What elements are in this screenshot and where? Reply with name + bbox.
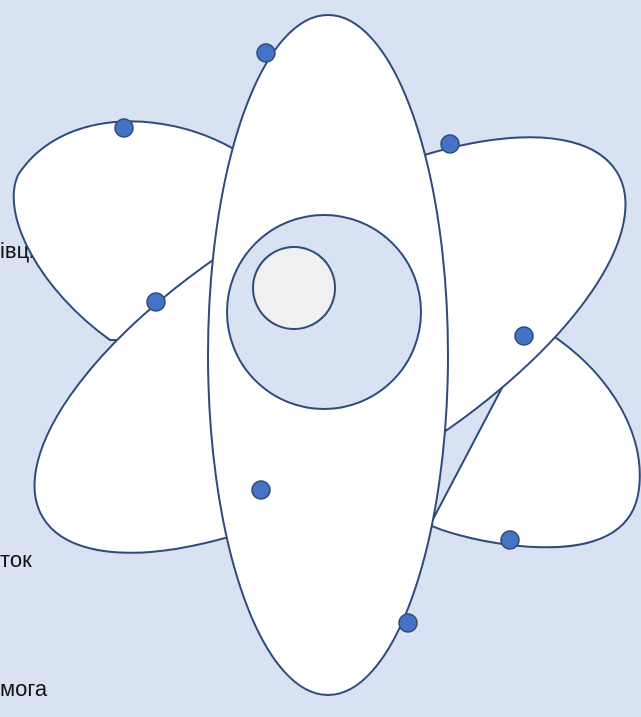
electron bbox=[501, 531, 519, 549]
electron bbox=[515, 327, 533, 345]
electron bbox=[257, 44, 275, 62]
nucleus-core bbox=[253, 247, 335, 329]
electron bbox=[399, 614, 417, 632]
electron bbox=[252, 481, 270, 499]
electron bbox=[115, 119, 133, 137]
electron bbox=[441, 135, 459, 153]
electron bbox=[147, 293, 165, 311]
